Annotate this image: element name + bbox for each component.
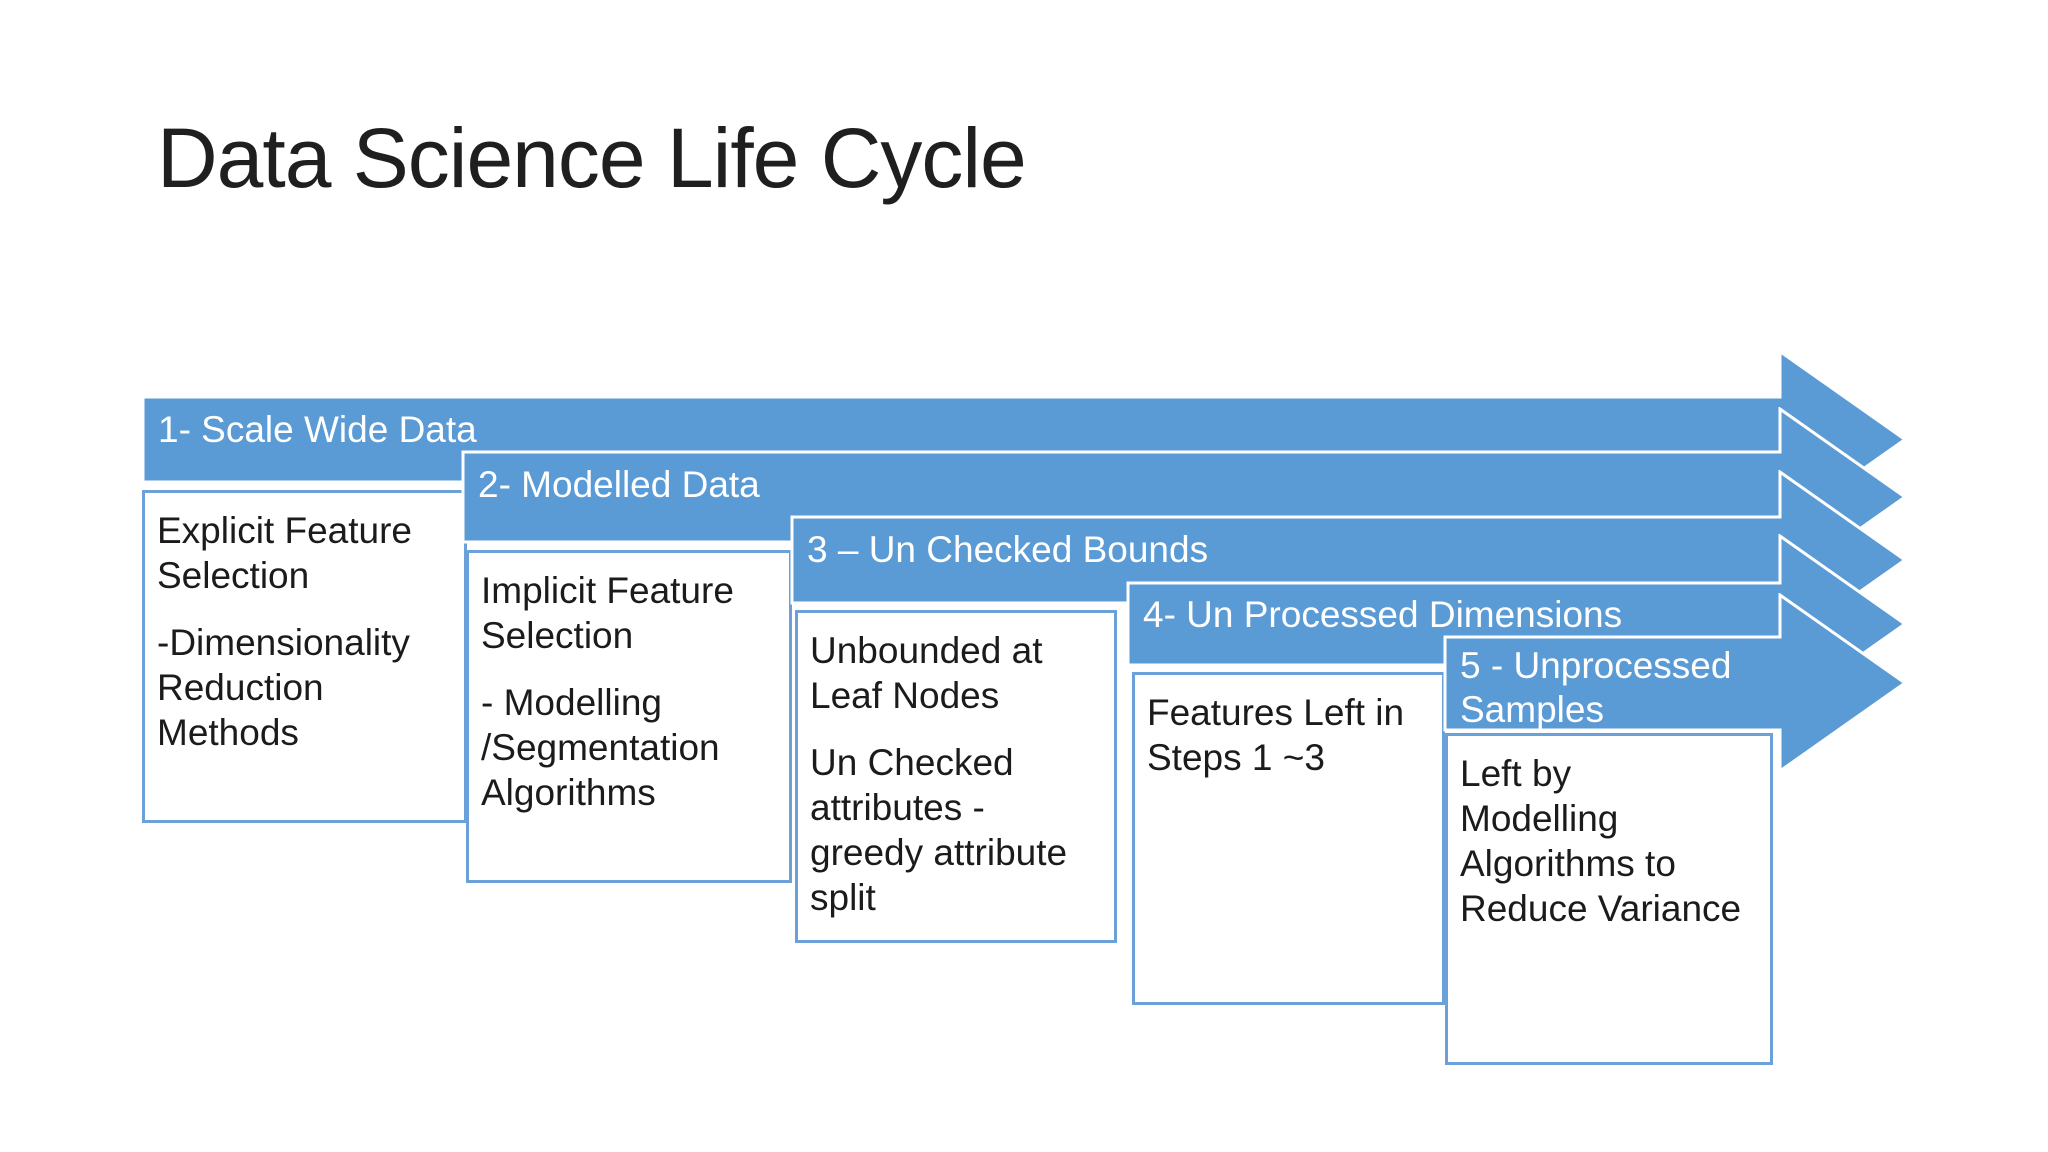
step-detail-box-1: Explicit Feature Selection -Dimensionali… (142, 490, 467, 823)
box-paragraph: - Modelling /Segmentation Algorithms (481, 682, 720, 813)
step-banner-label-3: 3 – Un Checked Bounds (807, 529, 1209, 570)
step-arrow-5 (1443, 593, 1908, 774)
box-paragraph: Un Checked attributes - greedy attribute… (810, 742, 1068, 918)
arrow-shape-5 (1443, 593, 1908, 774)
step-banner-label-5: 5 - Unprocessed Samples (1460, 645, 1732, 730)
step-banner-label-2: 2- Modelled Data (478, 464, 760, 505)
box-paragraph: Implicit Feature Selection (481, 570, 734, 656)
box-paragraph: Unbounded at Leaf Nodes (810, 630, 1043, 716)
box-paragraph: Left by Modelling Algorithms to Reduce V… (1460, 753, 1742, 929)
box-paragraph: Explicit Feature Selection (157, 510, 412, 596)
box-paragraph: Features Left in Steps 1 ~3 (1147, 692, 1405, 778)
step-detail-box-4: Features Left in Steps 1 ~3 (1132, 672, 1445, 1005)
step-banner-label-4: 4- Un Processed Dimensions (1143, 594, 1623, 635)
step-detail-box-5: Left by Modelling Algorithms to Reduce V… (1445, 733, 1773, 1065)
slide-title: Data Science Life Cycle (157, 111, 1027, 205)
step-detail-box-2: Implicit Feature Selection - Modelling /… (466, 550, 792, 883)
box-paragraph: -Dimensionality Reduction Methods (157, 622, 410, 753)
step-detail-box-3: Unbounded at Leaf Nodes Un Checked attri… (795, 610, 1117, 943)
step-banner-label-1: 1- Scale Wide Data (158, 409, 477, 450)
